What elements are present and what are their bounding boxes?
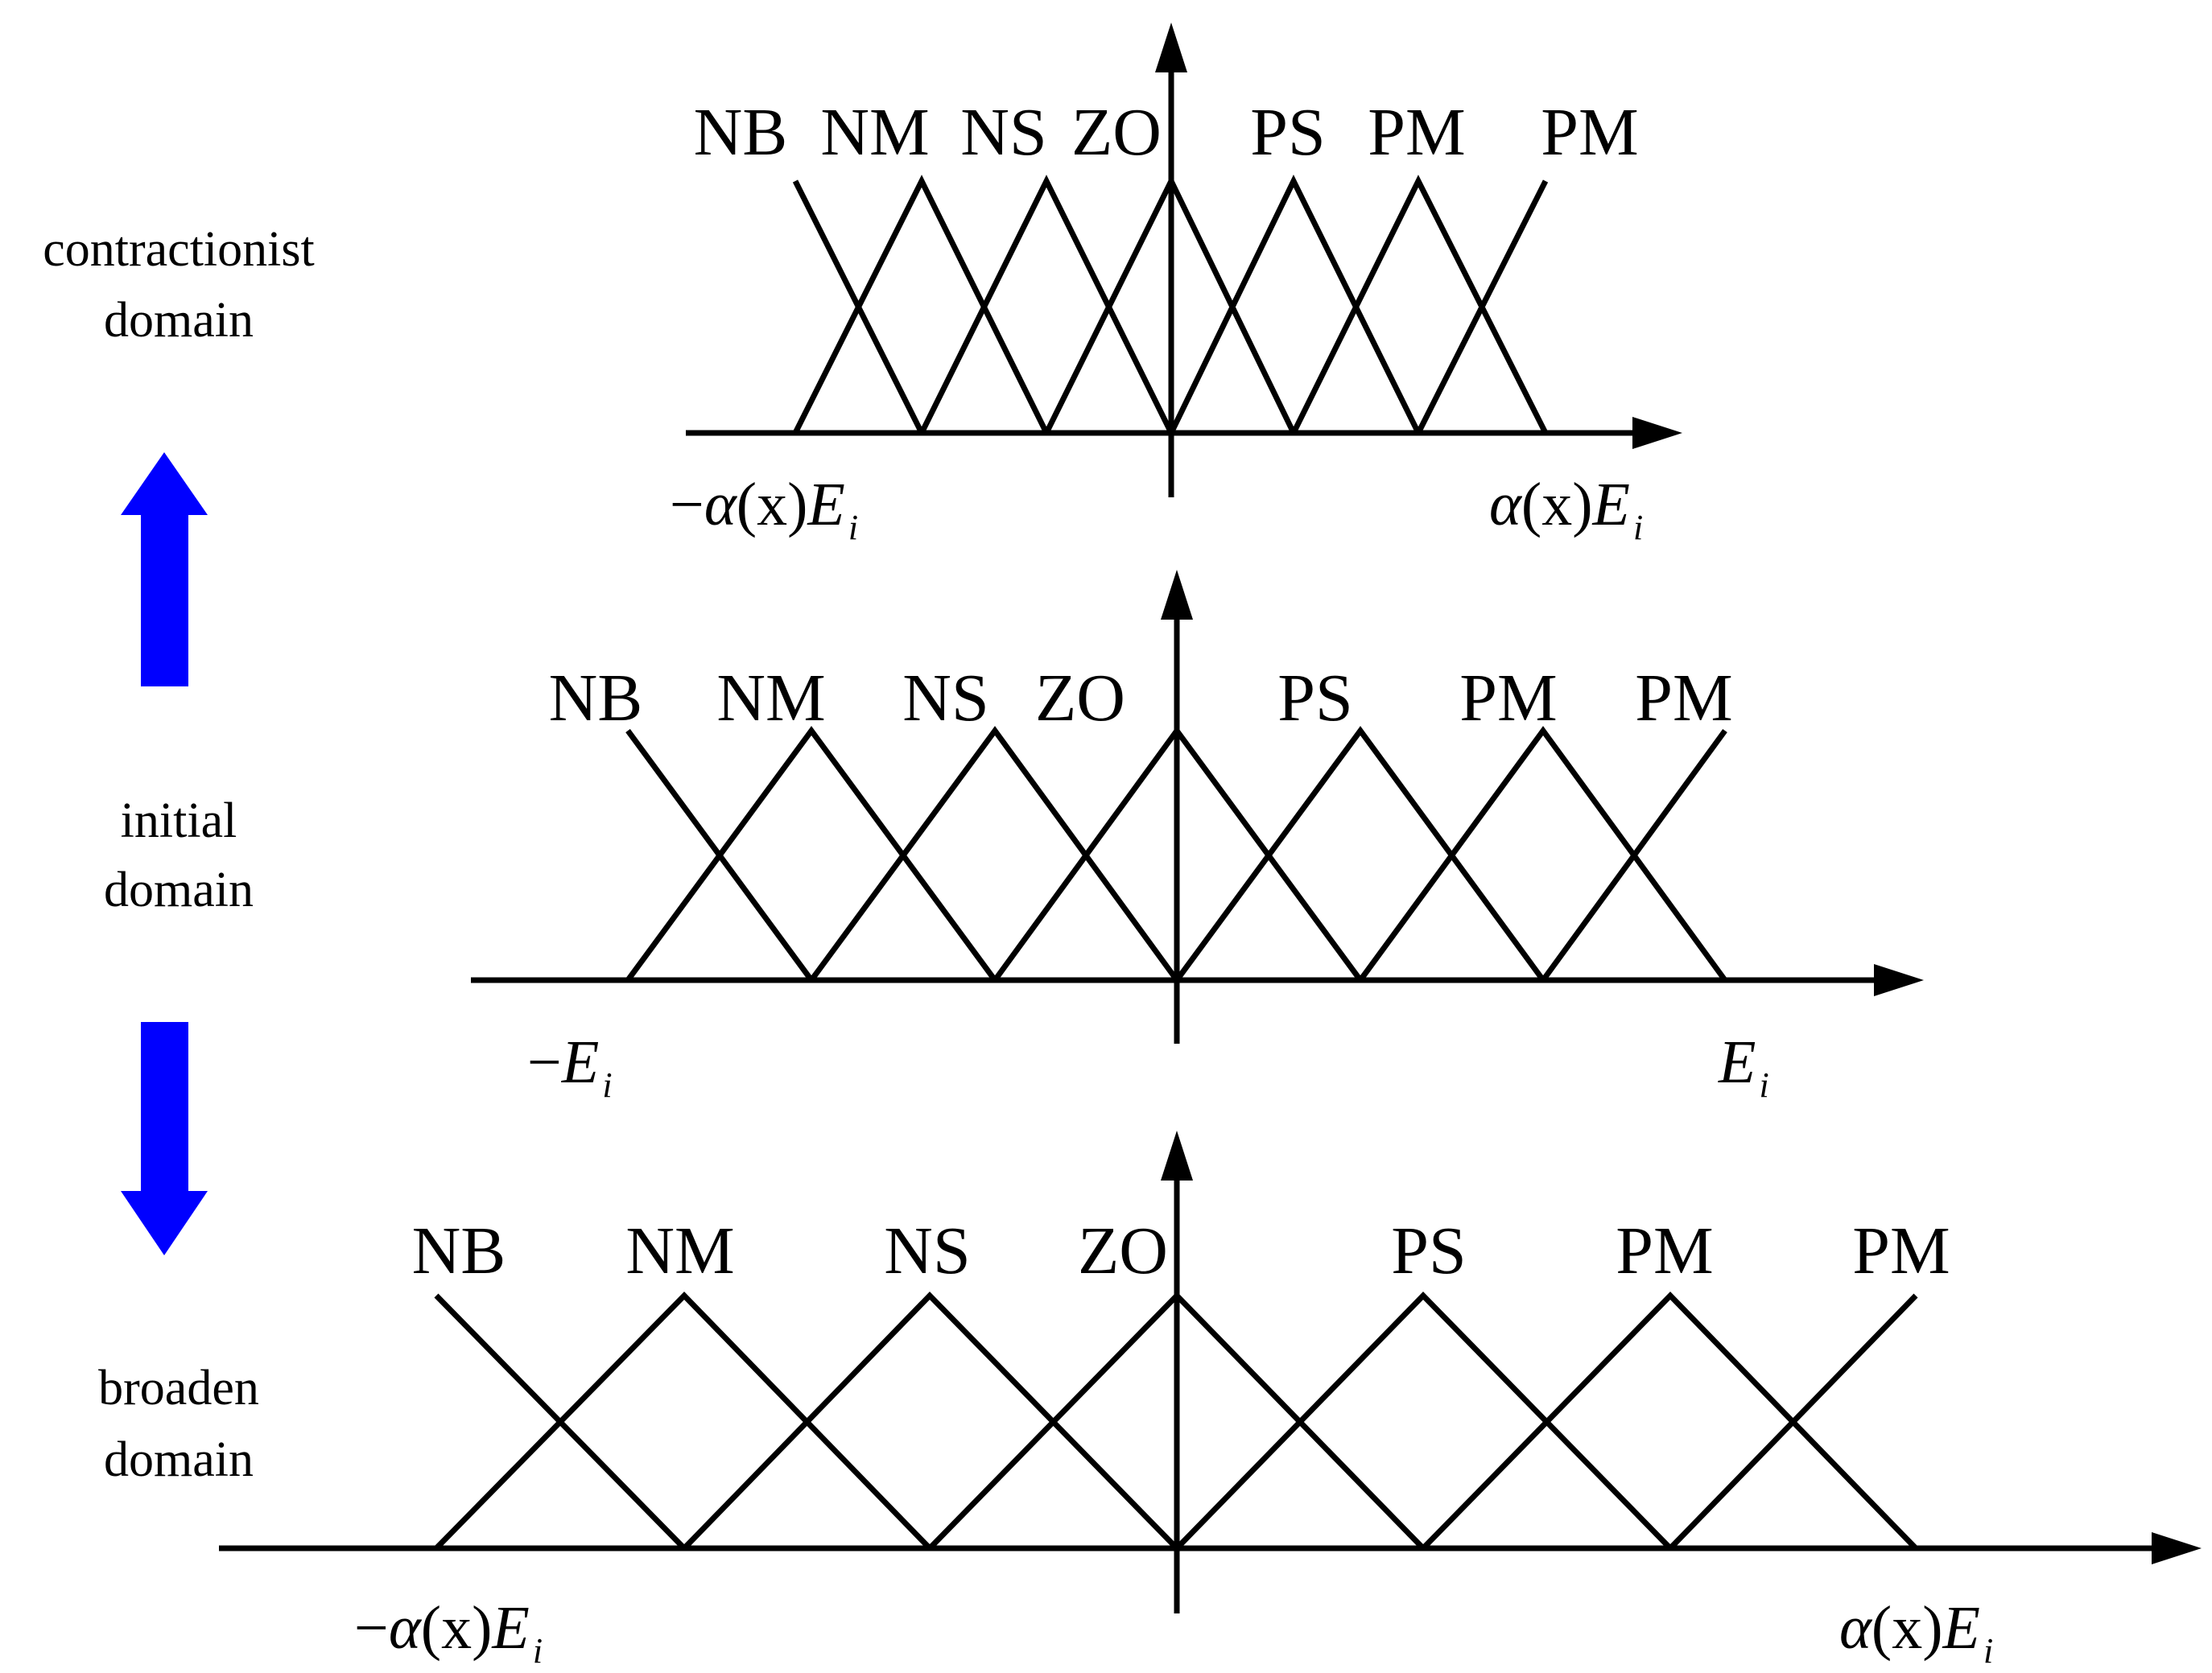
panel-initial: NB NM NS ZO PS PM PM −Ei Ei: [471, 570, 1924, 1105]
side-label-broaden-line1: broaden: [98, 1361, 259, 1415]
set-label-pm-5-broaden: PM: [1616, 1214, 1713, 1288]
membership-pm-6-contracted: [1415, 179, 1549, 435]
side-label-initial-line2: domain: [104, 863, 254, 917]
membership-ns-2-contracted: [918, 175, 1174, 435]
y-axis-arrowhead-contracted: [1155, 23, 1187, 72]
panel-contracted: NB NM NS ZO PS PM PM −α(x)Ei α(x)Ei: [670, 23, 1682, 547]
membership-zo-3-contracted: [1043, 175, 1297, 435]
set-label-ps-4-contracted: PS: [1250, 95, 1325, 170]
side-label-broaden: broaden domain: [98, 1361, 259, 1487]
set-label-zo-3-initial: ZO: [1035, 661, 1125, 736]
set-label-zo-3-contracted: ZO: [1071, 95, 1162, 170]
side-label-initial-line1: initial: [121, 793, 237, 848]
side-label-initial: initial domain: [104, 793, 254, 917]
side-label-contracted-line2: domain: [104, 293, 254, 348]
axis-right-label-initial: Ei: [1718, 1028, 1769, 1105]
x-axis-arrowhead-broaden: [2152, 1532, 2202, 1564]
membership-ps-4-initial: [1174, 726, 1546, 983]
axis-left-label-initial: −Ei: [527, 1028, 613, 1105]
set-label-pm-5-initial: PM: [1459, 661, 1557, 736]
set-label-pm-6-contracted: PM: [1541, 95, 1638, 170]
set-label-nb-0-broaden: NB: [412, 1214, 506, 1288]
membership-nm-1-initial: [625, 726, 997, 983]
axis-left-label-broaden: −α(x)Ei: [354, 1594, 543, 1671]
set-label-nb-0-initial: NB: [549, 661, 643, 736]
membership-pm-5-broaden: [1421, 1291, 1918, 1551]
axis-right-label-contracted: α(x)Ei: [1489, 471, 1643, 547]
membership-ns-2-initial: [809, 726, 1179, 983]
x-axis-arrowhead-contracted: [1632, 417, 1682, 449]
set-label-ps-4-broaden: PS: [1391, 1214, 1466, 1288]
membership-pm-6-initial: [1541, 728, 1727, 983]
axis-right-label-broaden: α(x)Ei: [1839, 1594, 1993, 1671]
membership-pm-5-contracted: [1290, 175, 1549, 435]
set-label-pm-5-contracted: PM: [1368, 95, 1465, 170]
y-axis-arrowhead-initial: [1161, 570, 1193, 620]
set-label-ns-2-contracted: NS: [960, 95, 1046, 170]
membership-nm-1-contracted: [792, 175, 1050, 435]
y-axis-arrowhead-broaden: [1161, 1131, 1193, 1181]
membership-ns-2-broaden: [682, 1291, 1179, 1551]
membership-nm-1-broaden: [434, 1291, 932, 1551]
set-label-nm-1-contracted: NM: [820, 95, 929, 170]
broaden-arrow-down: [121, 1022, 208, 1255]
membership-pm-6-broaden: [1668, 1293, 1918, 1551]
set-label-ns-2-broaden: NS: [884, 1214, 970, 1288]
panel-broaden: NB NM NS ZO PS PM PM −α(x)Ei α(x)Ei: [219, 1131, 2202, 1671]
set-label-ps-4-initial: PS: [1277, 661, 1352, 736]
set-label-nm-1-initial: NM: [716, 661, 825, 736]
axis-left-label-contracted: −α(x)Ei: [670, 471, 858, 547]
membership-ps-4-broaden: [1174, 1291, 1673, 1551]
membership-pm-5-initial: [1358, 726, 1727, 983]
membership-zo-3-broaden: [927, 1291, 1426, 1551]
side-label-contracted: contractionist domain: [43, 222, 314, 348]
set-label-ns-2-initial: NS: [902, 661, 988, 736]
x-axis-arrowhead-initial: [1874, 964, 1924, 996]
set-label-nm-1-broaden: NM: [625, 1214, 734, 1288]
side-label-broaden-line2: domain: [104, 1432, 254, 1487]
set-label-nb-0-contracted: NB: [694, 95, 788, 170]
set-label-pm-6-initial: PM: [1635, 661, 1732, 736]
set-label-pm-6-broaden: PM: [1852, 1214, 1950, 1288]
membership-ps-4-contracted: [1168, 175, 1422, 435]
set-label-zo-3-broaden: ZO: [1078, 1214, 1168, 1288]
side-label-contracted-line1: contractionist: [43, 222, 314, 277]
membership-zo-3-initial: [993, 726, 1363, 983]
contract-arrow-up: [121, 452, 208, 686]
